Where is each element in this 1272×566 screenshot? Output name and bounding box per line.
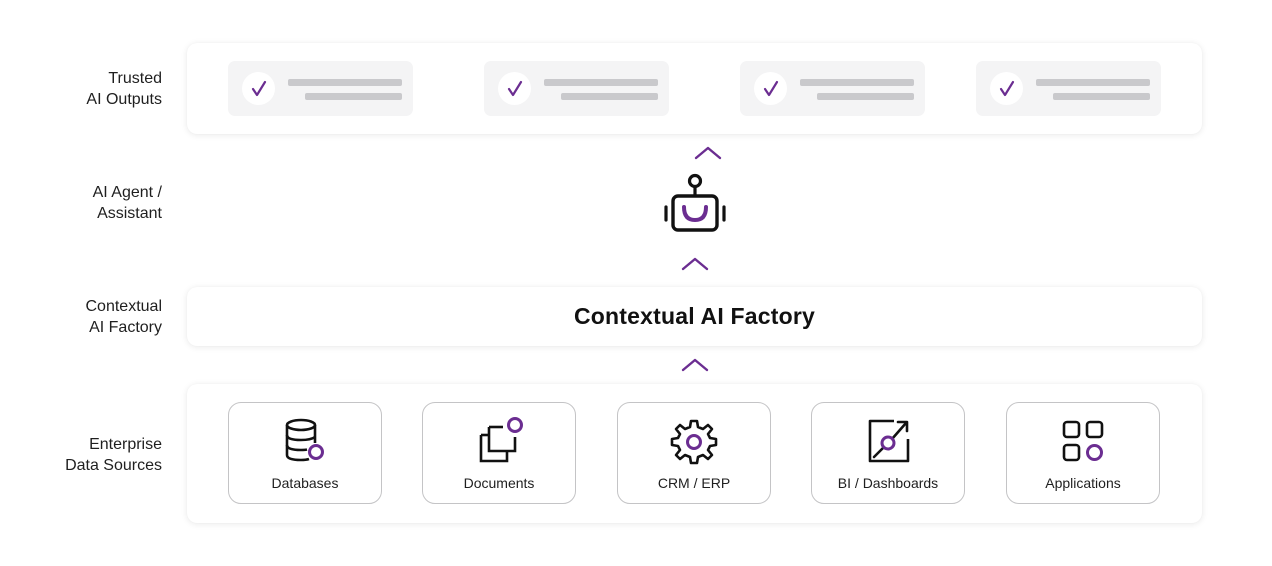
robot-icon xyxy=(664,173,726,232)
output-card xyxy=(228,61,413,116)
source-card-databases: Databases xyxy=(228,402,382,504)
checkmark-icon xyxy=(990,72,1023,105)
contextual-ai-factory-panel: Contextual AI Factory xyxy=(187,287,1202,346)
source-label: Applications xyxy=(1045,475,1121,491)
source-card-bi-dashboards: BI / Dashboards xyxy=(811,402,965,504)
source-label: BI / Dashboards xyxy=(837,475,939,491)
source-card-applications: Applications xyxy=(1006,402,1160,504)
row-label-line: Contextual xyxy=(85,298,163,315)
placeholder-bar xyxy=(544,79,658,86)
database-icon xyxy=(285,418,324,462)
chevron-up-icon xyxy=(681,358,709,372)
output-card xyxy=(484,61,669,116)
chevron-up-icon xyxy=(694,146,722,160)
placeholder-bar xyxy=(800,79,914,86)
placeholder-bar xyxy=(1053,93,1150,100)
enterprise-data-sources-panel: Databases Documents CRM / ERP BI / Dashb… xyxy=(187,384,1202,523)
row-label-line: AI Agent / xyxy=(92,184,162,201)
source-card-crm-erp: CRM / ERP xyxy=(617,402,771,504)
chevron-up-icon xyxy=(681,257,709,271)
row-label-line: Enterprise xyxy=(89,436,162,453)
placeholder-bar xyxy=(1036,79,1150,86)
dashboard-chart-icon xyxy=(868,419,910,463)
source-label: CRM / ERP xyxy=(657,475,731,491)
checkmark-icon xyxy=(242,72,275,105)
placeholder-bar xyxy=(561,93,658,100)
row-label-enterprise-sources: Enterprise Data Sources xyxy=(12,434,162,476)
row-label-line: Data Sources xyxy=(65,457,162,474)
source-card-documents: Documents xyxy=(422,402,576,504)
row-label-contextual-factory: Contextual AI Factory xyxy=(12,296,163,338)
placeholder-bar xyxy=(305,93,402,100)
checkmark-icon xyxy=(754,72,787,105)
row-label-ai-agent: AI Agent / Assistant xyxy=(12,182,162,224)
factory-title: Contextual AI Factory xyxy=(573,303,816,329)
placeholder-bar xyxy=(288,79,402,86)
output-card xyxy=(976,61,1161,116)
documents-icon xyxy=(479,417,523,463)
source-label: Documents xyxy=(463,475,535,491)
apps-grid-icon xyxy=(1062,420,1104,462)
output-card xyxy=(740,61,925,116)
row-label-line: Trusted xyxy=(108,70,162,87)
row-label-trusted-outputs: Trusted AI Outputs xyxy=(12,68,162,110)
checkmark-icon xyxy=(498,72,531,105)
row-label-line: Assistant xyxy=(97,205,162,222)
trusted-outputs-panel xyxy=(187,43,1202,134)
row-label-line: AI Factory xyxy=(89,319,162,336)
placeholder-bar xyxy=(817,93,914,100)
source-label: Databases xyxy=(271,475,339,491)
gear-icon xyxy=(670,419,718,465)
row-label-line: AI Outputs xyxy=(86,91,162,108)
